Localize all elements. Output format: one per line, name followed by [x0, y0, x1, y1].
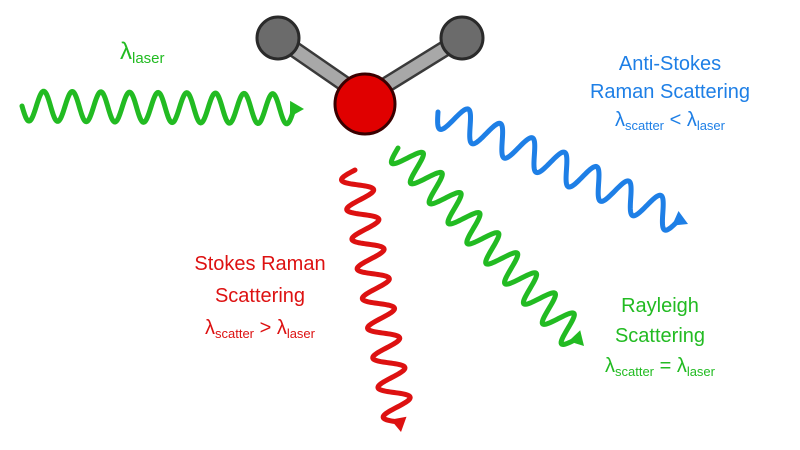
rayleigh-line2: Scattering	[614, 325, 706, 347]
stokes-wave	[338, 167, 413, 425]
anti-stokes-eq-op: <	[664, 109, 687, 131]
oxygen-atom	[333, 72, 397, 136]
anti-stokes-equation: λscatter < λlaser	[560, 108, 780, 138]
stokes-label: Stokes Raman Scattering λscatter > λlase…	[160, 252, 360, 346]
rayleigh-equation: λscatter = λlaser	[560, 354, 760, 384]
stokes-eq-sub2: laser	[286, 326, 315, 341]
anti-stokes-wave	[435, 106, 682, 233]
stokes-eq-lambda1: λ	[205, 317, 215, 339]
stokes-eq-sub1: scatter	[215, 326, 255, 341]
incident-laser-arrowhead	[289, 100, 304, 117]
anti-stokes-eq-lambda2: λ	[686, 109, 697, 131]
stokes-line1: Stokes Raman	[194, 253, 326, 275]
water-molecule	[255, 15, 485, 136]
rayleigh-line1: Rayleigh	[621, 295, 699, 317]
incident-lambda: λ	[120, 38, 132, 65]
anti-stokes-line2: Raman Scattering	[589, 81, 751, 103]
rayleigh-eq-op: =	[654, 355, 677, 377]
anti-stokes-eq-sub2: laser	[696, 118, 725, 133]
stokes-line2: Scattering	[214, 285, 306, 307]
hydrogen-atom-left	[255, 15, 301, 61]
stokes-equation: λscatter > λlaser	[160, 316, 360, 346]
anti-stokes-line1: Anti-Stokes	[618, 53, 722, 75]
rayleigh-arrowhead	[568, 330, 584, 346]
hydrogen-atom-right	[439, 15, 485, 61]
rayleigh-eq-lambda2: λ	[676, 355, 687, 377]
anti-stokes-arrowhead	[672, 211, 688, 226]
stokes-arrowhead	[390, 416, 407, 432]
anti-stokes-label: Anti-Stokes Raman Scattering λscatter < …	[560, 52, 780, 138]
rayleigh-eq-sub1: scatter	[615, 364, 655, 379]
anti-stokes-eq-lambda1: λ	[615, 109, 625, 131]
stokes-eq-op: >	[254, 317, 277, 339]
anti-stokes-eq-sub1: scatter	[625, 118, 665, 133]
rayleigh-label: Rayleigh Scattering λscatter = λlaser	[560, 294, 760, 384]
incident-label: λlaser	[120, 40, 165, 71]
rayleigh-eq-sub2: laser	[686, 364, 715, 379]
incident-subscript: laser	[132, 50, 165, 67]
rayleigh-wave	[388, 145, 580, 347]
incident-laser-wave	[19, 88, 297, 127]
rayleigh-eq-lambda1: λ	[605, 355, 615, 377]
stokes-eq-lambda2: λ	[276, 317, 287, 339]
